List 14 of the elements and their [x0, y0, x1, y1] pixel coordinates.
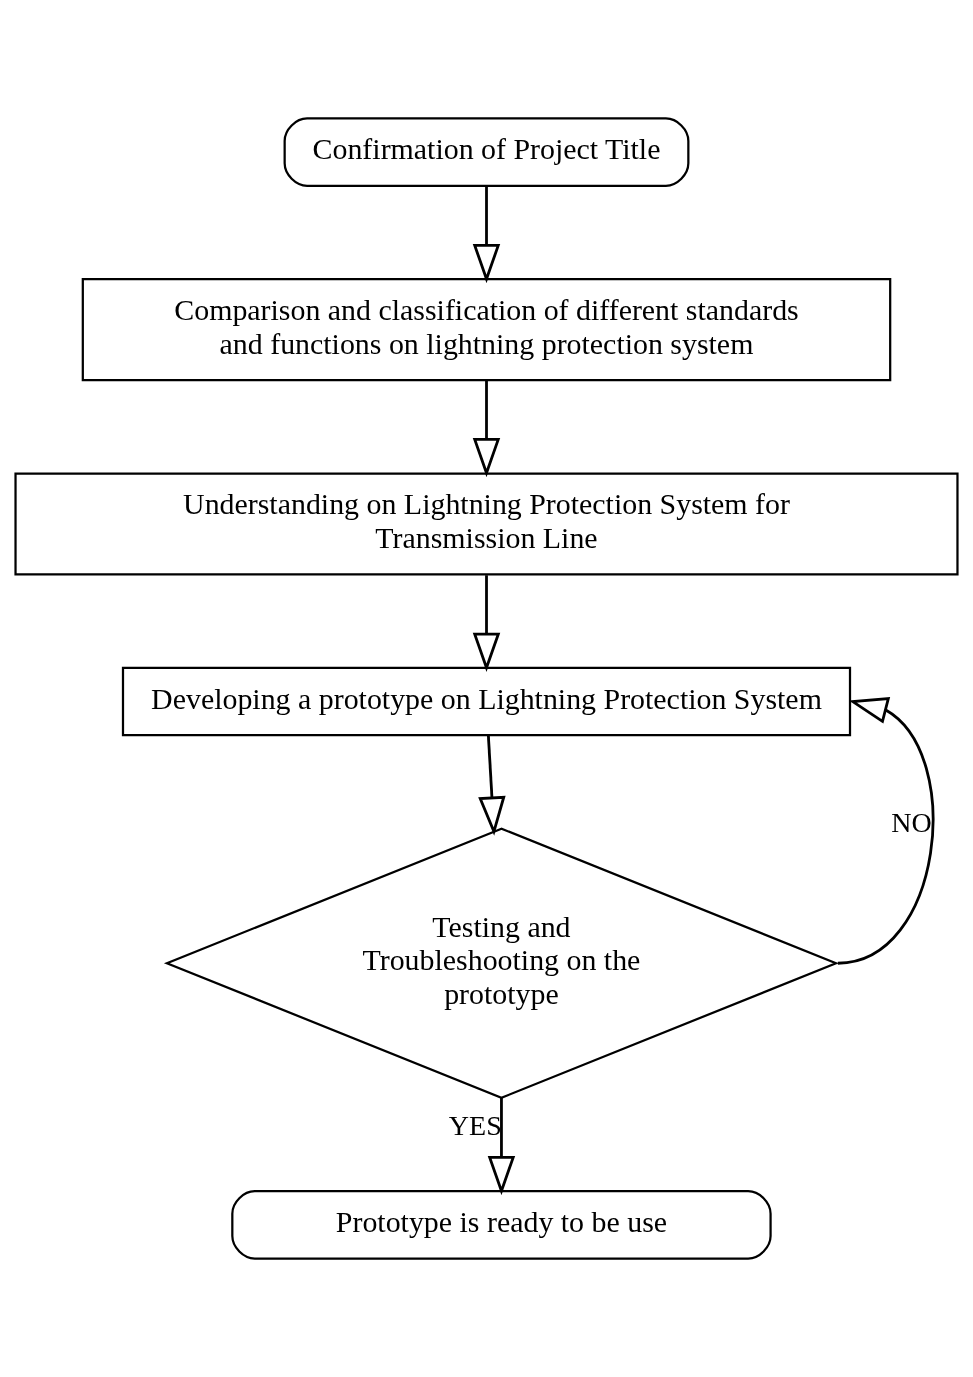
arrow: [472, 380, 501, 478]
arrow: [487, 1097, 516, 1196]
node-box: Understanding on Lightning Protection System for Transmission Line: [14, 472, 959, 576]
node-box: Confirmation of Project Title: [283, 117, 690, 187]
node-box: Prototype is ready to be use: [231, 1190, 772, 1260]
node-box: Developing a prototype on Lightning Protection System: [121, 666, 852, 737]
arrow: [472, 575, 501, 673]
arrow: [478, 735, 506, 836]
edge-label: YES: [448, 1109, 502, 1141]
node-box: Comparison and classification of different standards and functions on lightning protection system: [81, 278, 892, 382]
arrow: [472, 185, 501, 284]
edge-label: NO: [891, 806, 932, 838]
arrow: [837, 696, 935, 965]
node-diamond: Testing and Troubleshooting on the prototype: [163, 827, 839, 1099]
